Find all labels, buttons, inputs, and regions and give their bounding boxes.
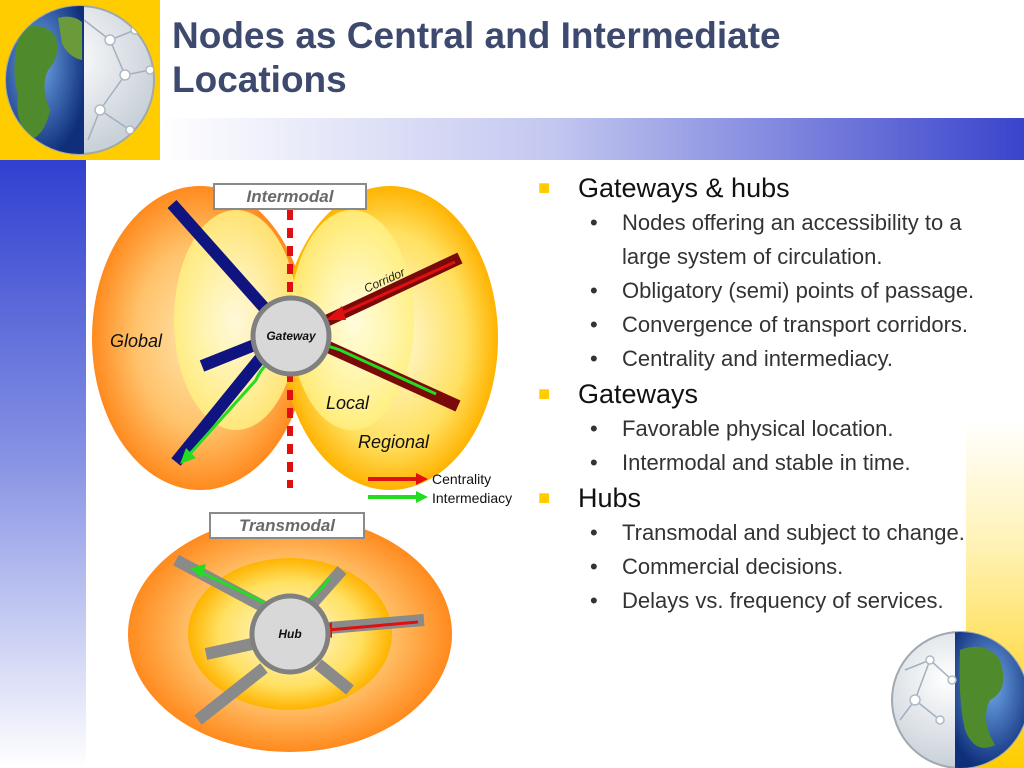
list-item: •Transmodal and subject to change. [538,516,1008,550]
route-regional [323,340,461,412]
transmodal-label-box [209,512,365,539]
arrow-icon [180,448,196,464]
legend-centrality-label: Centrality [432,471,491,487]
arrow-icon [326,306,346,320]
global-label: Global [110,331,163,351]
left-gradient-band [0,160,86,768]
dot-bullet-icon: • [590,210,598,235]
list-item: •Convergence of transport corridors. [538,308,1008,342]
intermodal-label: Intermodal [247,187,335,206]
hub-centrality-flow [327,620,419,632]
list-item: •Delays vs. frequency of services. [538,584,1008,618]
dot-bullet-icon: • [590,416,598,441]
square-bullet-icon: ■ [538,177,551,199]
hub-diagram: Hub Transmodal [128,512,452,752]
bullet-heading-1: ■Gateways & hubs [538,170,1008,206]
dot-bullet-icon: • [590,278,598,303]
dot-bullet-icon: • [590,346,598,371]
hub-node [249,593,331,675]
square-bullet-icon: ■ [538,383,551,405]
page-title: Nodes as Central and Intermediate Locati… [172,15,781,100]
gateway-diagram: Gateway Corridor Global Local Regional I… [92,183,498,490]
arrow-icon [416,473,428,485]
hub-label: Hub [278,627,301,641]
intermodal-label-box [213,183,367,210]
route-global-upper [167,200,273,316]
dot-bullet-icon: • [590,312,598,337]
header-gradient-band [160,118,1024,160]
local-zone-left [174,210,298,430]
route-global-lower [171,352,267,466]
regional-label: Regional [358,432,430,452]
bullet-heading-2: ■Gateways [538,376,1008,412]
dot-bullet-icon: • [590,588,598,613]
arrow-icon [416,491,428,503]
bullet-list: ■Gateways & hubs •Nodes offering an acce… [538,170,1008,618]
gateway-node [250,295,332,377]
hub-spoke [314,659,354,695]
centrality-flow [335,260,456,318]
hub-spoke [204,638,254,660]
arrow-icon [190,564,206,578]
list-item: •Obligatory (semi) points of passage. [538,274,1008,308]
globe-icon [5,5,155,155]
legend-intermediacy-label: Intermediacy [432,490,512,506]
hub-spoke [305,566,347,610]
legend: Centrality Intermediacy [368,471,512,506]
square-bullet-icon: ■ [538,487,551,509]
local-label: Local [326,393,370,413]
hub-spoke [194,663,268,725]
list-item: •Centrality and intermediacy. [538,342,1008,376]
dot-bullet-icon: • [590,554,598,579]
dot-bullet-icon: • [590,450,598,475]
gateway-label: Gateway [266,329,317,343]
list-item: •Intermodal and stable in time. [538,446,1008,480]
list-item: •Nodes offering an accessibility to a la… [538,206,1008,274]
list-item: •Commercial decisions. [538,550,1008,584]
globe-icon [891,631,1024,768]
bullet-heading-3: ■Hubs [538,480,1008,516]
list-item: •Favorable physical location. [538,412,1008,446]
dot-bullet-icon: • [590,520,598,545]
hub-spoke [327,614,425,634]
transmodal-label: Transmodal [239,516,336,535]
